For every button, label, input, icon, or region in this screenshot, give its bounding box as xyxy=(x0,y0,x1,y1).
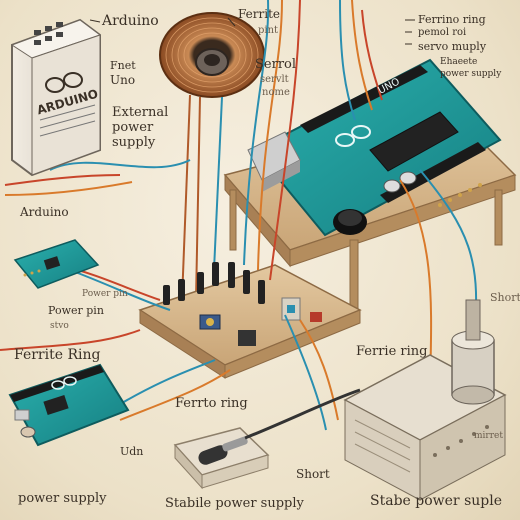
copper-coil xyxy=(159,12,265,301)
label-ferrite-pin-line2: pint xyxy=(258,25,279,36)
label-power-pin-left: Power pin xyxy=(48,304,104,317)
label-arduino-top: Arduino xyxy=(102,13,159,29)
label-top-right-1: Ferrino ring xyxy=(418,13,486,26)
label-ferrie-ring: Ferrie ring xyxy=(356,344,428,359)
label-power-supply-bottom: power supply xyxy=(18,491,107,506)
arduino-board-bottom-left xyxy=(8,363,130,447)
label-stable-power-suple: Stabe power suple xyxy=(370,493,502,509)
central-platform xyxy=(138,262,362,379)
label-udn: Udn xyxy=(120,445,144,458)
label-top-right-4: Ehaeete xyxy=(440,57,478,67)
dc-barrel-plug xyxy=(173,388,361,490)
label-external-power-line2: power xyxy=(112,120,154,135)
label-stvo: stvo xyxy=(50,321,69,331)
label-external-power-line1: External xyxy=(112,105,169,120)
label-top-right-2: pemol roi xyxy=(418,27,467,38)
label-fnet: Fnet xyxy=(110,59,136,72)
label-servo-line2: servlt xyxy=(260,74,289,85)
arduino-uno-board-large xyxy=(247,58,502,237)
label-servo-line3: nome xyxy=(262,87,290,98)
label-mirret: mirret xyxy=(474,431,503,441)
label-short-right: Short xyxy=(490,291,520,304)
label-uno: Uno xyxy=(110,73,136,87)
label-external-power-line3: supply xyxy=(112,135,156,150)
label-top-right-5: power supply xyxy=(440,69,502,79)
label-power-pin-mid: Power pin xyxy=(82,289,128,299)
label-ferrite-pin-line1: Ferrite xyxy=(238,7,281,21)
arduino-case xyxy=(10,18,102,177)
ferrite-cylinder-right xyxy=(451,299,495,405)
label-servo-line1: Serrol xyxy=(255,57,297,72)
label-ferrite-ring-left: Ferrite Ring xyxy=(14,347,101,363)
label-ferrto-ring: Ferrto ring xyxy=(175,396,248,411)
label-stable-power-supply: Stabile power supply xyxy=(165,496,304,511)
label-arduino-left: Arduino xyxy=(20,205,69,219)
label-short-bottom: Short xyxy=(296,467,330,481)
small-arduino-left xyxy=(13,239,100,289)
label-top-right-3: servo muply xyxy=(418,40,487,53)
